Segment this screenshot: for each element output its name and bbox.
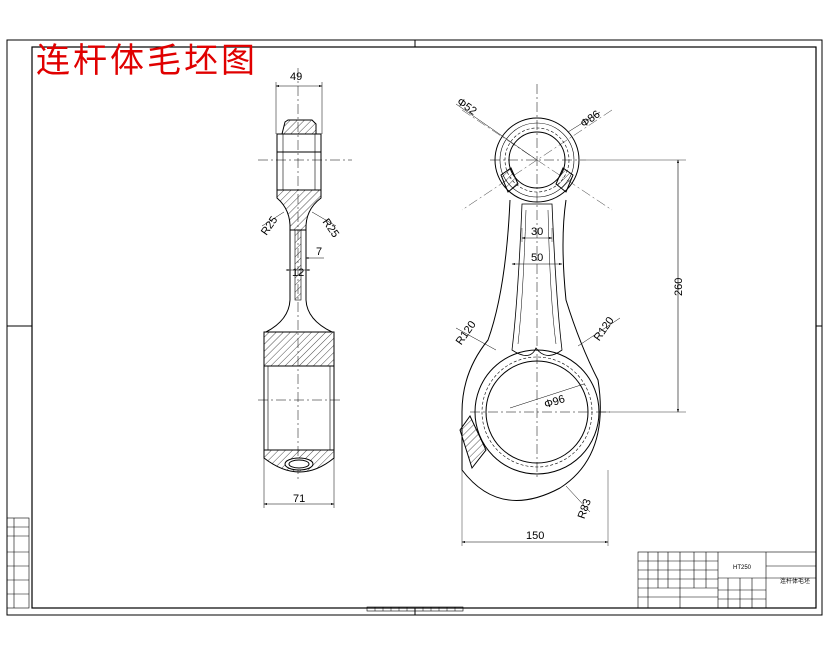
dim-r-right-arc: R120 [592, 315, 617, 343]
dim-width-bottom: 71 [293, 493, 305, 505]
outer-frame [6, 39, 823, 616]
dim-r-left: R25 [259, 214, 280, 237]
dim-r-bottom: R83 [576, 497, 594, 520]
title-block-drawing-name: 连杆体毛坯 [780, 577, 810, 585]
drawing-title: 连杆体毛坯图 [36, 41, 258, 81]
dim-small-end-inner: Φ52 [455, 96, 479, 118]
dim-r-left-arc: R120 [454, 319, 479, 347]
dim-width-top: 49 [290, 71, 302, 83]
dim-shank-inner: 30 [531, 226, 543, 238]
side-view [258, 68, 352, 508]
dim-overall-width: 150 [526, 530, 544, 542]
scale-bar [366, 606, 464, 612]
dim-web: 7 [316, 246, 322, 258]
dim-big-end-bore: Φ96 [543, 393, 567, 411]
dim-web-2: 12 [292, 267, 304, 279]
dim-small-end-outer: Φ86 [578, 108, 602, 130]
revision-strip [6, 517, 30, 609]
front-view [455, 84, 686, 546]
title-block [637, 551, 817, 609]
dim-shank-outer: 50 [531, 252, 543, 264]
dim-center-distance: 260 [673, 278, 685, 296]
title-block-material: HT250 [733, 565, 752, 571]
inner-frame [31, 46, 817, 609]
dim-r-right: R25 [320, 217, 341, 240]
